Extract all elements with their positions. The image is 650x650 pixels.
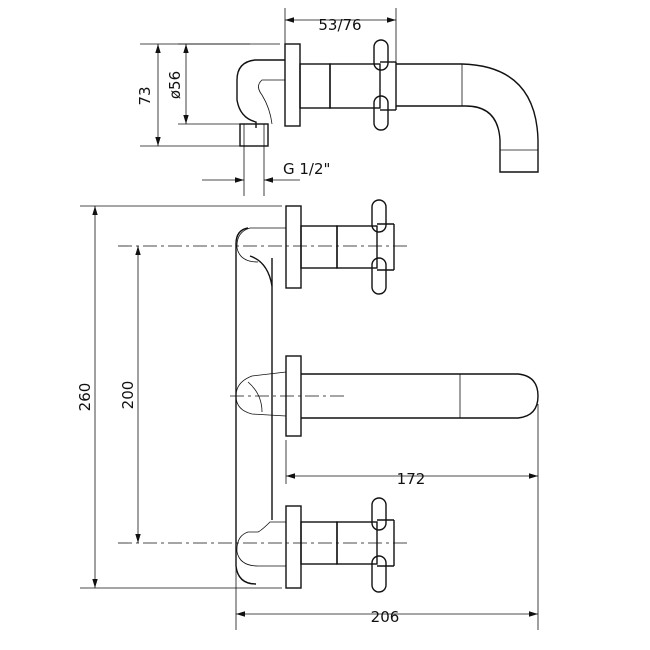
spout-body — [301, 373, 539, 419]
lower-handle-top — [371, 497, 387, 531]
upper-valve-body — [336, 225, 378, 269]
side-view — [236, 39, 539, 173]
dim-spout-length-label: 172 — [397, 470, 426, 488]
dim-flange-diameter-label: ø56 — [166, 71, 184, 99]
side-elbow-connector — [236, 59, 285, 128]
dim-flange-diameter: ø56 — [166, 43, 250, 125]
side-thread-stub — [239, 123, 269, 147]
dim-spout-length: 172 — [285, 404, 539, 630]
dim-overall-depth-label: 206 — [371, 608, 400, 626]
lower-valve — [236, 497, 395, 593]
spout-connector — [235, 371, 287, 417]
upper-valve-flange — [285, 205, 302, 289]
upper-valve-neck — [300, 225, 338, 269]
side-elbow-detail — [258, 79, 285, 125]
upper-valve — [236, 199, 395, 295]
side-spout — [396, 63, 539, 173]
dim-top-depth-label: 53/76 — [318, 16, 361, 34]
side-valve-body — [329, 63, 381, 109]
upper-handle-bottom — [371, 257, 387, 295]
dim-flange-height-label: 73 — [136, 86, 154, 105]
front-view — [118, 199, 539, 593]
upper-handle-top — [371, 199, 387, 233]
dim-center-spacing: 200 — [119, 246, 141, 543]
side-handle-top — [373, 39, 389, 71]
lower-valve-flange — [285, 505, 302, 589]
dim-center-spacing-label: 200 — [119, 381, 137, 410]
dim-overall-height: 260 — [76, 205, 282, 589]
side-valve-neck — [299, 63, 331, 109]
lower-handle-bottom — [371, 555, 387, 593]
dim-overall-depth: 206 — [235, 566, 538, 630]
dim-thread: G 1/2" — [202, 146, 330, 196]
dim-top-depth: 53/76 — [284, 8, 397, 62]
front-left-riser — [235, 227, 257, 585]
dim-overall-height-label: 260 — [76, 383, 94, 412]
side-handle-bottom — [373, 95, 389, 131]
dim-thread-label: G 1/2" — [283, 160, 330, 178]
side-wall-flange — [284, 43, 301, 127]
